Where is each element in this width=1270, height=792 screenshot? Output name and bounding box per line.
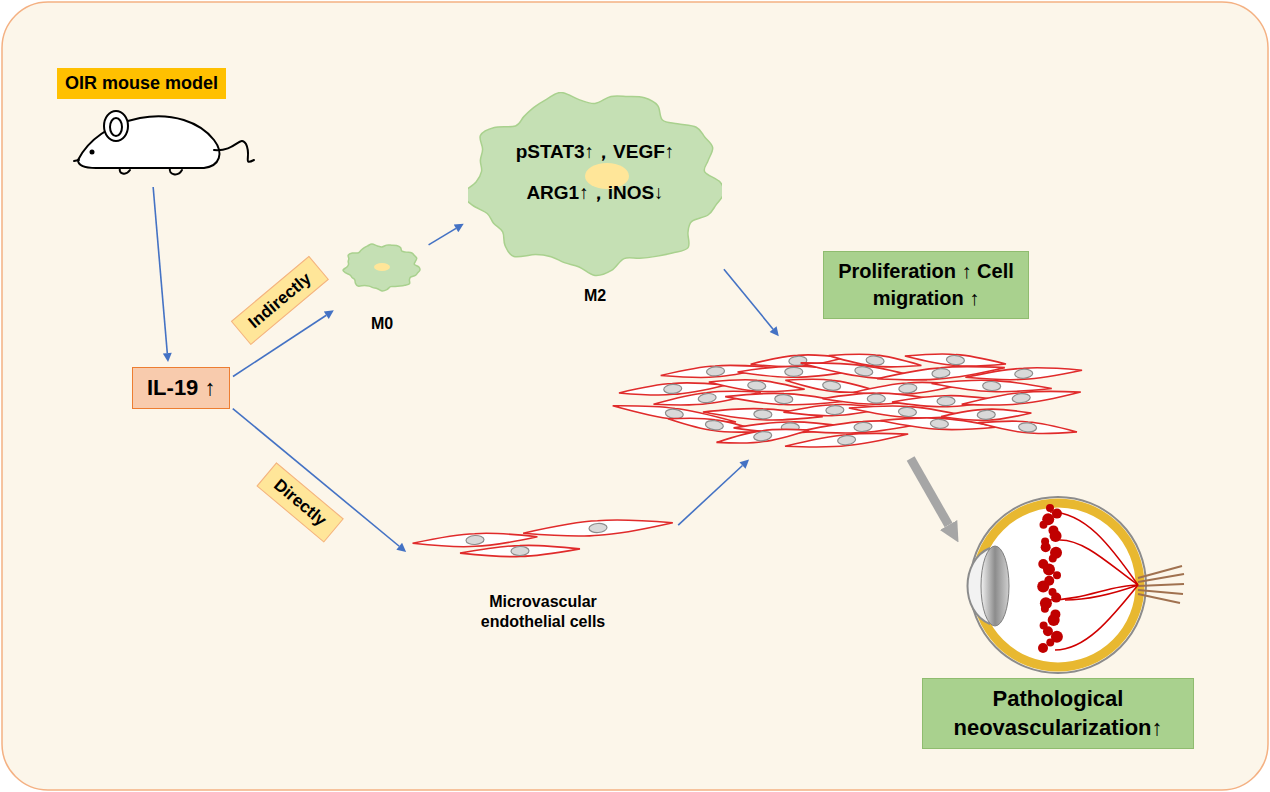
cell-nucleus <box>466 535 484 545</box>
cell-body <box>460 543 580 558</box>
flow-arrow <box>233 409 399 547</box>
neovascular-tuft <box>1043 564 1055 576</box>
endothelial-group: Microvascular endothelial cells <box>410 512 676 638</box>
cell-nucleus <box>898 407 917 417</box>
cell-membrane <box>343 244 420 291</box>
cell-nucleus <box>867 394 885 403</box>
neovascular-tuft <box>1051 593 1061 603</box>
neovascular-tuft <box>1050 530 1062 542</box>
neovascular-tuft <box>1049 554 1057 562</box>
cell-nucleus <box>663 384 682 394</box>
cell-nucleus <box>854 366 873 377</box>
cell-membrane <box>468 92 722 275</box>
eye-illustration <box>968 497 1185 673</box>
cell-nucleus <box>930 419 948 429</box>
proliferation-group: Proliferation ↑ Cell migration ↑ <box>648 340 1048 456</box>
cell-nucleus <box>698 393 717 404</box>
flow-arrow <box>429 228 456 244</box>
cell-body <box>978 417 1078 437</box>
cell-nucleus <box>982 381 1000 391</box>
marker-text: ARG1↑，iNOS↓ <box>468 181 722 205</box>
outcome-box: Pathological neovascularization↑ <box>922 678 1194 749</box>
model-label: OIR mouse model <box>57 68 226 99</box>
neovascular-tuft <box>1038 643 1048 653</box>
cell-nucleus <box>706 366 725 376</box>
neovascular-tuft <box>1053 571 1061 579</box>
endothelial-cells <box>412 516 673 559</box>
cell-nucleus <box>1018 422 1037 433</box>
cell-nucleus <box>899 383 918 393</box>
neovascular-tuft <box>1040 521 1048 529</box>
cell-nucleus <box>854 422 873 432</box>
cell-nucleus <box>705 420 724 431</box>
cell-nucleus <box>866 355 885 366</box>
eye-group: Pathological neovascularization↑ <box>962 500 1184 670</box>
cell-body <box>523 516 674 541</box>
mouse-outline <box>74 111 254 174</box>
cell-nucleus <box>754 409 772 419</box>
cell-body <box>961 387 1081 410</box>
cell-nucleus <box>946 355 965 365</box>
cell-label: Microvascular endothelial cells <box>460 592 626 632</box>
cell-nucleus <box>785 367 803 376</box>
cell-nucleus <box>374 263 390 271</box>
cell-nucleus <box>511 546 529 556</box>
cell-nucleus <box>1012 393 1031 404</box>
cell-nucleus <box>977 410 995 420</box>
cell-nucleus <box>937 397 955 406</box>
retinal-vessel <box>1060 540 1138 585</box>
neovascular-tuft <box>1041 605 1049 613</box>
cell-nucleus <box>753 431 772 442</box>
cell-nucleus <box>826 405 844 415</box>
flow-arrow <box>678 466 742 526</box>
cell-nucleus <box>1014 369 1033 379</box>
flow-arrow <box>724 269 773 329</box>
cell-nucleus <box>589 523 608 533</box>
marker-text: pSTAT3↑，VEGF↑ <box>468 140 722 164</box>
cell-nucleus <box>932 368 951 379</box>
neovascular-tuft <box>1041 542 1051 552</box>
neovascular-tuft <box>1037 580 1049 592</box>
retinal-vessel <box>1048 585 1138 600</box>
flow-arrow <box>153 187 167 353</box>
proliferating-cells <box>612 350 1082 452</box>
cell-body <box>784 429 908 452</box>
mouse-eye <box>90 150 95 155</box>
cell-nucleus <box>822 380 841 391</box>
cell-label: M0 <box>338 314 426 334</box>
m0-macrophage: M0 <box>338 236 426 336</box>
m2-macrophage: pSTAT3↑，VEGF↑ ARG1↑，iNOS↓ M2 <box>468 92 722 314</box>
neovascular-tuft <box>1046 638 1054 646</box>
block-arrow <box>911 459 949 525</box>
neovascular-tuft <box>1048 614 1060 626</box>
cell-nucleus <box>837 435 856 446</box>
retinal-vessel <box>1055 585 1138 650</box>
cell-nucleus <box>747 380 766 390</box>
cytokine-label: IL-19 ↑ <box>147 374 215 402</box>
model-group: OIR mouse model <box>55 66 255 184</box>
cell-label: M2 <box>468 286 722 306</box>
retinal-vessel <box>1050 512 1138 585</box>
outcome-box: Proliferation ↑ Cell migration ↑ <box>823 251 1029 319</box>
cell-nucleus <box>775 394 793 404</box>
cytokine-box: IL-19 ↑ <box>132 367 230 409</box>
